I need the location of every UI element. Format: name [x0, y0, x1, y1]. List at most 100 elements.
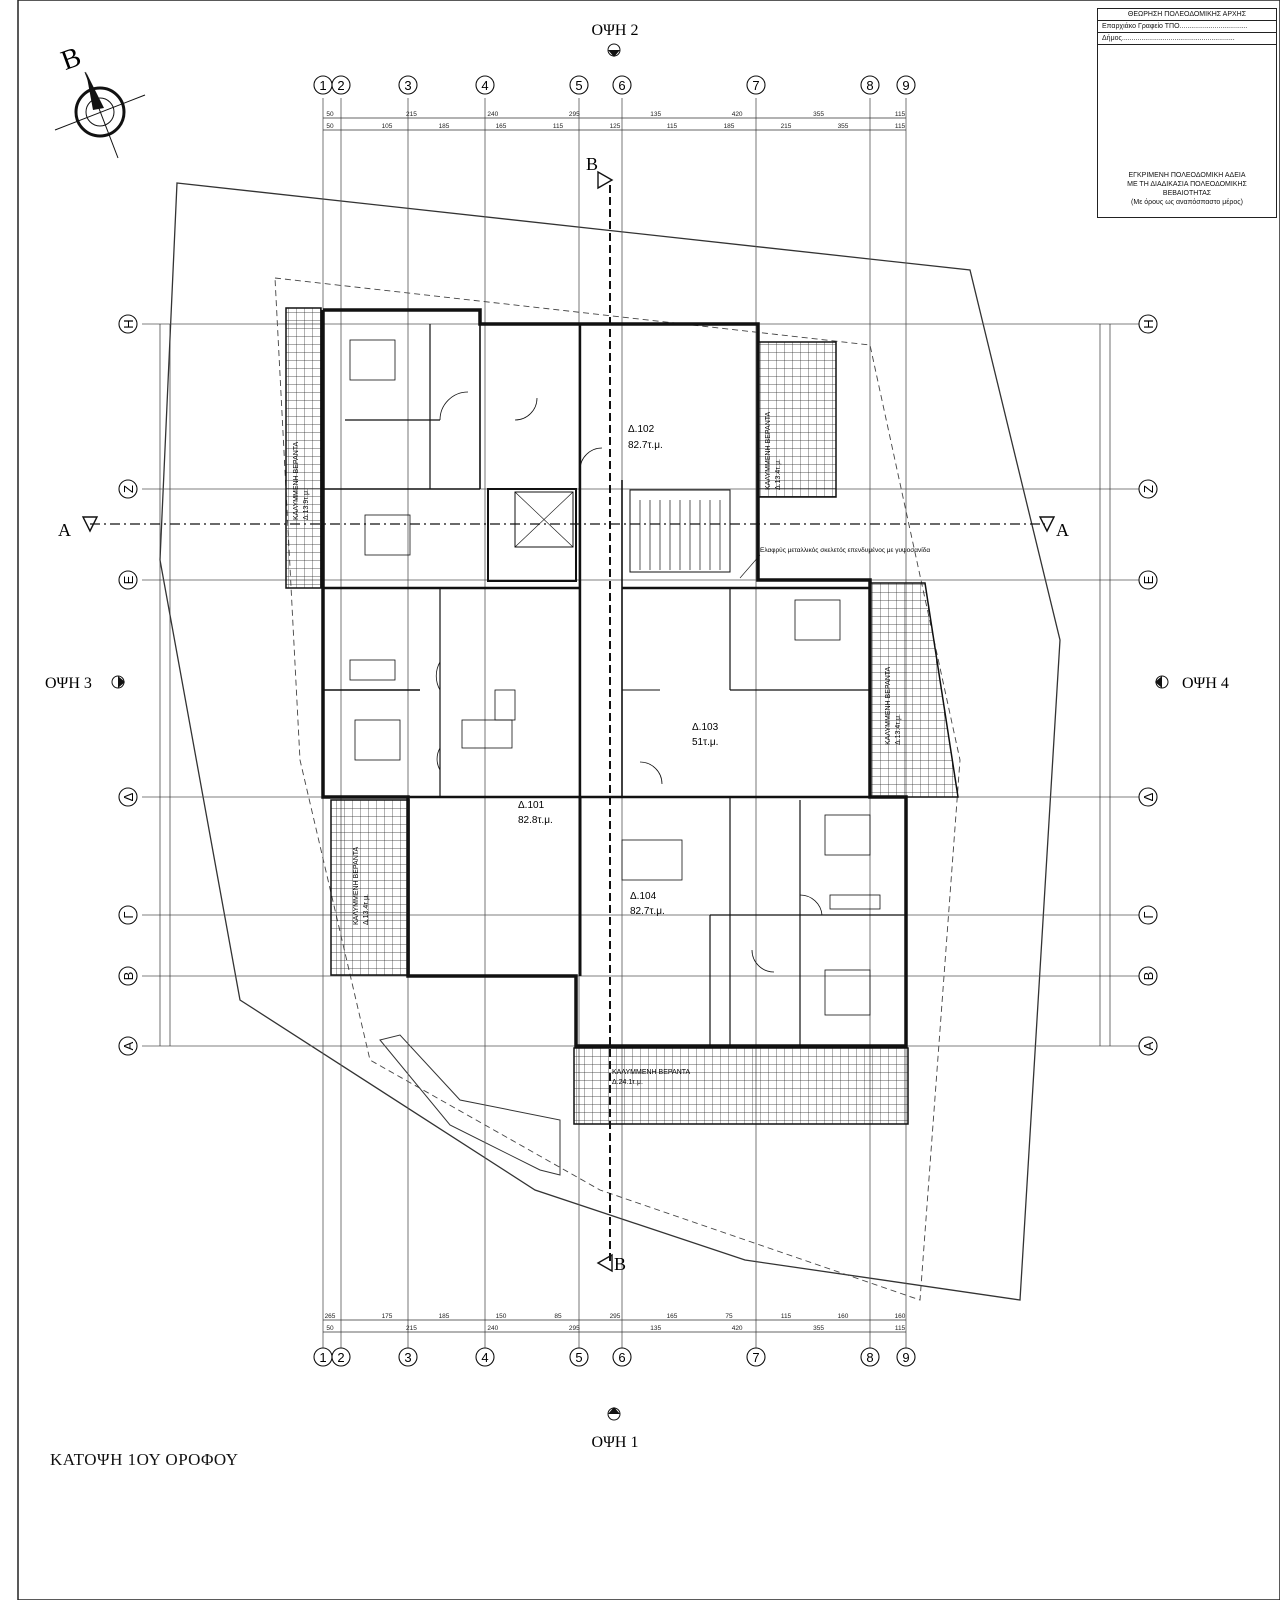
column-label-9: 9: [902, 1350, 909, 1365]
row-bubble-Ε-right: [1138, 570, 1158, 590]
column-bubble-7-bottom: [746, 1347, 766, 1367]
dimension-value: 115: [895, 123, 906, 130]
dimension-value: 265: [325, 1313, 336, 1320]
dimension-value: 420: [732, 111, 743, 118]
dimension-value: 295: [610, 1313, 621, 1320]
column-label-7: 7: [752, 78, 759, 93]
apartment-labels: Δ.102 82.7τ.μ. Δ.103 51τ.μ. Δ.101 82.8τ.…: [518, 424, 719, 917]
column-label-3: 3: [404, 78, 411, 93]
dimension-value: 160: [895, 1313, 906, 1320]
row-label-Η: Η: [121, 319, 136, 328]
column-bubble-3-bottom: [398, 1347, 418, 1367]
dimension-value: 165: [496, 123, 507, 130]
apartment-103-area: 51τ.μ.: [692, 737, 718, 748]
row-bubble-Γ-right: [1138, 905, 1158, 925]
column-label-6: 6: [618, 1350, 625, 1365]
dimension-value: 135: [650, 111, 661, 118]
row-label-Δ: Δ: [121, 792, 136, 801]
column-bubble-5-top: [569, 75, 589, 95]
column-bubble-6-bottom: [612, 1347, 632, 1367]
sheet-title: ΚΑΤΟΨΗ 1ΟΥ ΟΡΟΦΟΥ: [50, 1450, 239, 1469]
veranda-north-east: [757, 341, 837, 498]
stamp-approval-line4: (Με όρους ως αναπόσπαστο μέρος): [1131, 199, 1243, 206]
dimension-value: 295: [569, 1325, 580, 1332]
column-label-4: 4: [481, 1350, 488, 1365]
veranda-west-lower-area: Δ.13.4τ.μ.: [363, 894, 370, 925]
north-label: B: [57, 41, 85, 77]
partition-note: Ελαφρύς μεταλλικός σκελετός επενδυμένος …: [760, 546, 930, 554]
apartment-102-area: 82.7τ.μ.: [628, 440, 663, 451]
elevation-left: ΟΨΗ 3: [45, 675, 125, 692]
sheet-border: [17, 0, 1280, 1601]
dimension-value: 175: [382, 1313, 393, 1320]
row-label-Γ: Γ: [121, 911, 136, 918]
dimension-value: 165: [667, 1313, 678, 1320]
north-arrow-icon: B: [54, 41, 146, 159]
apartment-101-code: Δ.101: [518, 800, 545, 811]
column-bubble-5-bottom: [569, 1347, 589, 1367]
veranda-labels: ΚΑΛΥΜΜΕΝΗ ΒΕΡΑΝΤΑ Δ.13.9τ.μ. ΚΑΛΥΜΜΕΝΗ Β…: [293, 411, 902, 1086]
dimension-value: 355: [838, 123, 849, 130]
stamp-approval-line1: ΕΓΚΡΙΜΕΝΗ ΠΟΛΕΟΔΟΜΙΚΗ ΑΔΕΙΑ: [1128, 172, 1246, 179]
apartment-102-code: Δ.102: [628, 424, 655, 435]
elevation-bottom-arrow-icon: [608, 1407, 620, 1414]
apartment-103-code: Δ.103: [692, 722, 719, 733]
row-bubble-Α-right: [1138, 1036, 1158, 1056]
column-label-3: 3: [404, 1350, 411, 1365]
stamp-header: ΘΕΩΡΗΣΗ ΠΟΛΕΟΔΟΜΙΚΗΣ ΑΡΧΗΣ: [1098, 9, 1276, 21]
column-label-5: 5: [575, 78, 582, 93]
column-label-1: 1: [319, 1350, 326, 1365]
row-label-Ε: Ε: [1141, 575, 1156, 584]
column-bubble-2-bottom: [331, 1347, 351, 1367]
stamp-approval-line3: ΒΕΒΑΙΟΤΗΤΑΣ: [1162, 190, 1212, 197]
dimension-value: 50: [326, 111, 334, 118]
row-label-Γ: Γ: [1141, 911, 1156, 918]
stamp-municipality: Δήμος...................................…: [1098, 33, 1276, 45]
dimension-value: 50: [326, 123, 334, 130]
row-label-Δ: Δ: [1141, 792, 1156, 801]
veranda-north-east-label: ΚΑΛΥΜΜΕΝΗ ΒΕΡΑΝΤΑ: [765, 411, 772, 490]
dimension-value: 135: [650, 1325, 661, 1332]
column-bubble-4-top: [475, 75, 495, 95]
dimension-value: 115: [781, 1313, 792, 1320]
elevation-left-arrow-icon: [118, 676, 125, 688]
apartment-104-area: 82.7τ.μ.: [630, 906, 665, 917]
column-label-9: 9: [902, 78, 909, 93]
dimension-value: 115: [667, 123, 678, 130]
elevation-right: ΟΨΗ 4: [1155, 675, 1229, 692]
column-label-7: 7: [752, 1350, 759, 1365]
row-label-Α: Α: [1141, 1041, 1156, 1050]
veranda-west-lower: [330, 799, 410, 976]
section-a-right-arrow: [1038, 516, 1056, 533]
section-a-right-label: A: [1056, 520, 1069, 540]
dimension-value: 150: [496, 1313, 507, 1320]
row-label-Β: Β: [1141, 972, 1156, 981]
elevation-top: ΟΨΗ 2: [592, 22, 638, 57]
row-bubble-Ζ-left: [118, 479, 138, 499]
column-bubble-8-top: [860, 75, 880, 95]
dimension-value: 420: [732, 1325, 743, 1332]
section-b-top-label: B: [586, 154, 598, 174]
column-label-2: 2: [337, 1350, 344, 1365]
column-bubble-7-top: [746, 75, 766, 95]
veranda-south: [573, 1047, 909, 1125]
dimension-value: 185: [439, 123, 450, 130]
dimension-value: 355: [813, 111, 824, 118]
veranda-south-label: ΚΑΛΥΜΜΕΝΗ ΒΕΡΑΝΤΑ: [612, 1069, 691, 1076]
stamp-approval-line2: ΜΕ ΤΗ ΔΙΑΔΙΚΑΣΙΑ ΠΟΛΕΟΔΟΜΙΚΗΣ: [1127, 181, 1247, 188]
elevation-bottom: ΟΨΗ 1: [592, 1407, 638, 1451]
row-bubble-Γ-left: [118, 905, 138, 925]
dimension-value: 115: [553, 123, 564, 130]
elevation-top-arrow-icon: [608, 50, 620, 57]
dimension-value: 355: [813, 1325, 824, 1332]
veranda-west-upper: [285, 307, 322, 589]
section-b-top-arrow: [597, 170, 614, 190]
top-dimension-lines: [159, 117, 1111, 1333]
row-bubble-Δ-right: [1138, 787, 1158, 807]
